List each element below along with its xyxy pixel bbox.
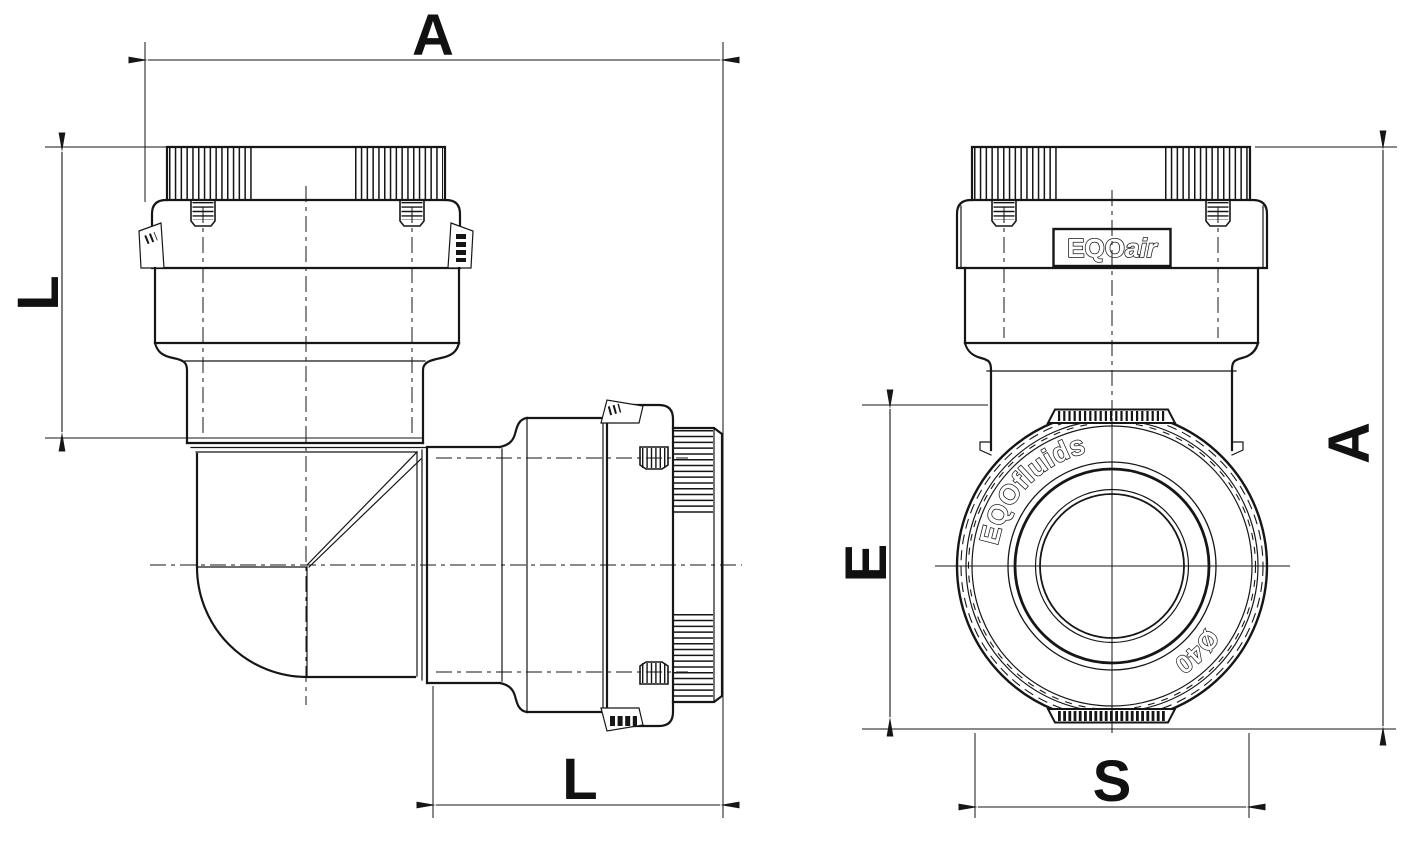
brand-air: air	[1125, 233, 1159, 263]
side-centerlines	[150, 186, 742, 705]
clip-top	[639, 446, 669, 470]
clip-bottom	[639, 661, 669, 685]
dim-front-flats: S	[958, 733, 1266, 818]
neck-left	[963, 341, 993, 452]
tube-foot-right	[1231, 441, 1244, 456]
neck-right	[421, 341, 461, 445]
dim-label-E: E	[834, 544, 899, 583]
wedge-mark	[144, 231, 158, 245]
knurl-outline	[970, 145, 1252, 202]
neck-bottom	[498, 681, 529, 714]
side-top-port	[138, 145, 474, 453]
brand-plate-text: EQOair	[1067, 233, 1158, 263]
dim-side-height: L	[6, 132, 424, 452]
dim-side-socket-length: L	[416, 686, 740, 818]
knurl-outline	[165, 145, 447, 202]
dim-label-S: S	[1093, 749, 1132, 814]
dimensions: A L L E A S	[6, 3, 1397, 818]
dim-side-width: A	[128, 3, 740, 818]
dim-label-L: L	[6, 275, 71, 310]
brand-eqo: EQO	[1067, 233, 1125, 263]
clip-left	[190, 199, 216, 227]
dim-label-A: A	[412, 3, 454, 68]
size-marking-text: Ø40	[1170, 624, 1224, 679]
latch-wedge-top	[600, 399, 644, 424]
dim-front-height: A	[1255, 130, 1397, 746]
dim-label-L2: L	[562, 747, 597, 812]
front-centerlines	[935, 190, 1290, 733]
dim-label-A2: A	[1317, 422, 1382, 464]
clip-right	[1205, 199, 1231, 227]
neck-right	[1230, 341, 1260, 452]
neck-top	[498, 416, 529, 449]
front-view: EQOair EQOfluids Ø40	[935, 145, 1290, 733]
miter-line	[306, 451, 418, 566]
dim-front-diameter: E	[834, 389, 1396, 737]
elbow-outline	[195, 452, 417, 679]
collet-ring	[605, 403, 675, 728]
collet-ring	[150, 198, 462, 270]
collet-ring	[955, 198, 1269, 270]
wedge-mark	[607, 403, 622, 416]
latch-wedge-left	[138, 222, 165, 269]
miter-line	[308, 458, 422, 568]
side-view	[138, 145, 742, 732]
clip-left	[991, 199, 1017, 227]
tube-foot-left	[979, 441, 992, 456]
clip-right	[399, 199, 425, 227]
neck-left	[153, 341, 189, 445]
